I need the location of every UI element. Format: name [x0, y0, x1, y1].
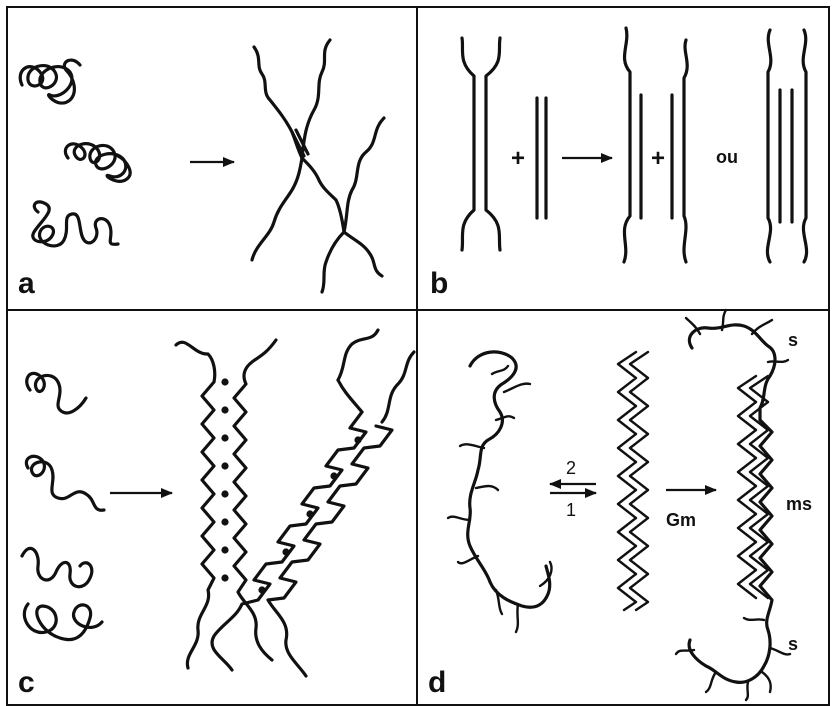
egg-box-dimer-diagonal	[212, 330, 414, 676]
label-ms: ms	[786, 494, 812, 514]
mixed-segment-complex	[676, 310, 790, 700]
arrow-label-2: 2	[566, 458, 576, 478]
panel-b-plus-2: +	[651, 145, 665, 172]
double-helix-zigzag	[618, 352, 648, 610]
label-s-bottom: s	[788, 634, 798, 654]
panel-c-letter: c	[18, 666, 35, 699]
branched-coil	[448, 352, 552, 632]
coil-c1	[27, 373, 86, 413]
random-coil-2	[65, 144, 130, 182]
coil-c4	[24, 604, 102, 640]
random-coil-3	[33, 202, 118, 246]
label-s-top: s	[788, 330, 798, 350]
panel-a-letter: a	[18, 267, 35, 300]
coil-c2	[26, 456, 104, 510]
egg-box-dimer-vertical	[176, 340, 276, 668]
random-coil-1	[20, 60, 80, 103]
crosslinked-network	[252, 40, 384, 292]
panel-b-letter: b	[430, 267, 448, 300]
panel-b-plus-1: +	[511, 145, 525, 172]
reagent-label-gm: Gm	[666, 510, 696, 530]
panel-b-or-label: ou	[716, 147, 738, 167]
coil-c3	[22, 548, 92, 586]
panel-d: 2 1 Gm s ms s d	[428, 310, 812, 700]
panel-d-letter: d	[428, 666, 446, 699]
panel-b: + + ou b	[430, 28, 807, 300]
short-double-strand	[537, 98, 546, 218]
equilibrium-arrows: 2 1	[550, 458, 596, 520]
double-helix-pair	[462, 38, 500, 250]
panel-a: a	[18, 40, 384, 300]
panel-c: c	[18, 330, 414, 699]
triple-strand-complex	[767, 30, 806, 262]
arrow-label-1: 1	[566, 500, 576, 520]
